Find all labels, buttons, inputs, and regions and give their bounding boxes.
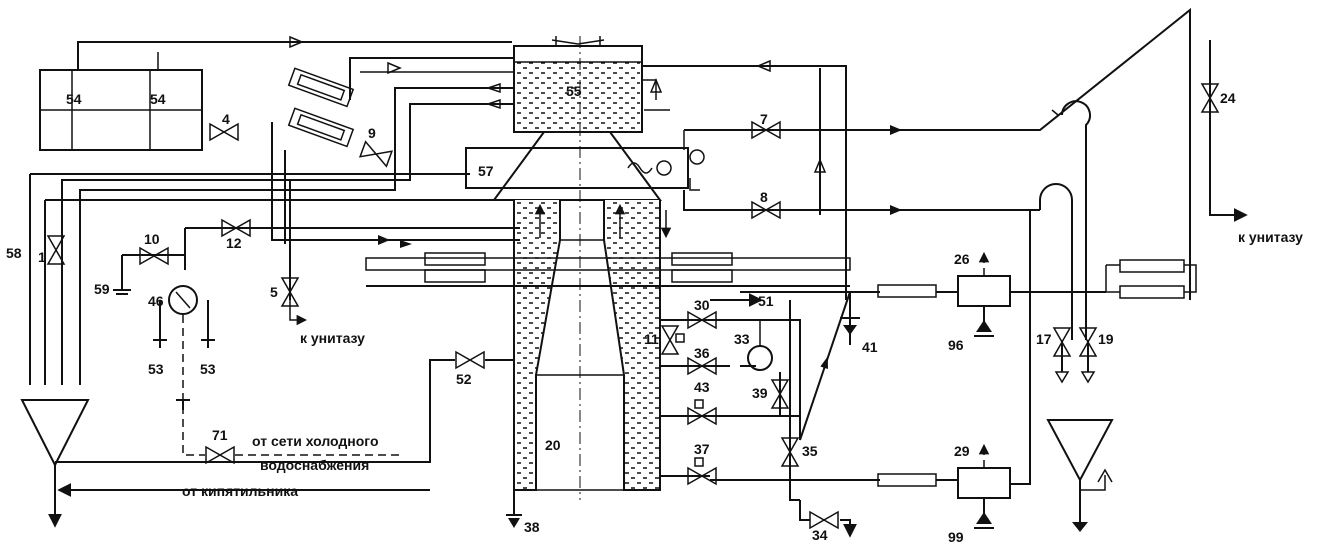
- valve-9[interactable]: [358, 140, 394, 168]
- label-30: 30: [694, 297, 710, 313]
- label-54-left: 54: [66, 91, 82, 107]
- valve-7[interactable]: [751, 120, 781, 140]
- flow-arrow: [289, 35, 304, 49]
- gauge-33: [747, 345, 773, 371]
- heater-57: [465, 147, 705, 191]
- label-41: 41: [862, 339, 878, 355]
- valve-43[interactable]: [687, 406, 717, 426]
- label-54-right: 54: [150, 91, 166, 107]
- heat-exchanger-54: [39, 69, 203, 151]
- label-36: 36: [694, 345, 710, 361]
- device-46: [168, 285, 198, 315]
- caption-cold-water-line2: водоснабжения: [260, 457, 369, 473]
- label-43: 43: [694, 379, 710, 395]
- label-29: 29: [954, 443, 970, 459]
- valve-52[interactable]: [455, 350, 485, 370]
- label-20: 20: [545, 437, 561, 453]
- label-19: 19: [1098, 331, 1114, 347]
- valve-19[interactable]: [1078, 327, 1098, 357]
- valve-24[interactable]: [1200, 83, 1220, 113]
- label-46: 46: [148, 293, 164, 309]
- label-9: 9: [368, 125, 376, 141]
- valve-35[interactable]: [780, 437, 800, 467]
- label-99: 99: [948, 529, 964, 545]
- valve-34[interactable]: [809, 510, 839, 530]
- unit-26: [957, 275, 1011, 307]
- collector-cone: [20, 399, 90, 468]
- label-55: 55: [566, 83, 582, 99]
- label-24: 24: [1220, 90, 1236, 106]
- valve-30[interactable]: [687, 310, 717, 330]
- label-8: 8: [760, 189, 768, 205]
- label-4: 4: [222, 111, 230, 127]
- valve-37[interactable]: [687, 466, 717, 486]
- caption-cold-water-line1: от сети холодного: [252, 433, 379, 449]
- valve-71[interactable]: [205, 445, 235, 465]
- label-10: 10: [144, 231, 160, 247]
- hood: [492, 131, 662, 201]
- label-53-left: 53: [148, 361, 164, 377]
- valve-17[interactable]: [1052, 327, 1072, 357]
- label-38: 38: [524, 519, 540, 535]
- label-39: 39: [752, 385, 768, 401]
- label-12: 12: [226, 235, 242, 251]
- valve-10[interactable]: [139, 246, 169, 266]
- label-71: 71: [212, 427, 228, 443]
- valve-12[interactable]: [221, 218, 251, 238]
- label-35: 35: [802, 443, 818, 459]
- valve-1[interactable]: [46, 235, 66, 265]
- label-37: 37: [694, 441, 710, 457]
- caption-to-toilet-left: к унитазу: [300, 330, 365, 346]
- solar-collector-upper: [287, 67, 355, 148]
- valve-8[interactable]: [751, 200, 781, 220]
- drain-funnel: [1046, 419, 1114, 483]
- valve-39[interactable]: [770, 379, 790, 409]
- label-53-right: 53: [200, 361, 216, 377]
- label-58: 58: [6, 245, 22, 261]
- label-26: 26: [954, 251, 970, 267]
- label-34: 34: [812, 527, 828, 543]
- caption-to-toilet-right: к унитазу: [1238, 229, 1303, 245]
- unit-29: [957, 467, 1011, 499]
- label-11: 11: [644, 331, 659, 347]
- valve-11[interactable]: [660, 325, 680, 355]
- label-33: 33: [734, 331, 750, 347]
- caption-from-boiler: от кипятильника: [182, 483, 298, 499]
- label-57: 57: [478, 163, 494, 179]
- label-51: 51: [758, 293, 774, 309]
- column-20: [513, 36, 661, 500]
- label-59: 59: [94, 281, 110, 297]
- label-52: 52: [456, 371, 472, 387]
- label-7: 7: [760, 111, 768, 127]
- label-96: 96: [948, 337, 964, 353]
- valve-5[interactable]: [280, 277, 300, 307]
- label-1: 1: [38, 249, 46, 265]
- valve-36[interactable]: [687, 356, 717, 376]
- valve-4[interactable]: [209, 122, 239, 142]
- label-5: 5: [270, 284, 278, 300]
- label-17: 17: [1036, 331, 1052, 347]
